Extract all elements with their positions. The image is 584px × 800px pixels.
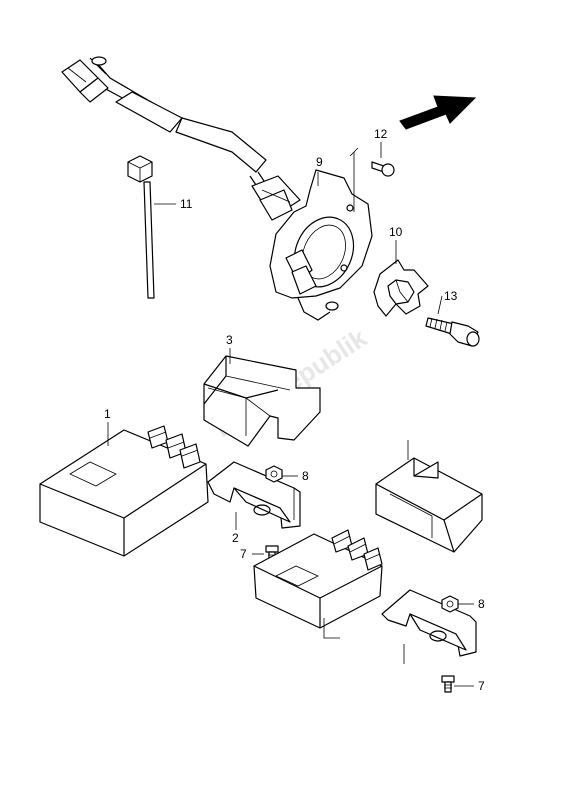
part-12-screw — [371, 161, 395, 177]
callout-13: 13 — [444, 289, 458, 303]
part-9-pickup-coil-bracket — [269, 147, 373, 321]
part-8-nut-upper — [265, 465, 283, 483]
front-direction-arrow-icon — [399, 95, 477, 130]
callout-7-upper: 7 — [240, 547, 247, 561]
part-2-bracket — [207, 461, 301, 529]
callout-10: 10 — [389, 225, 403, 239]
part-8-nut-lower — [441, 595, 459, 613]
callout-8-lower: 8 — [478, 597, 485, 611]
callout-3: 3 — [226, 333, 233, 347]
bracket-second — [381, 589, 477, 657]
holder-second — [375, 457, 483, 553]
part-3-holder — [203, 355, 321, 447]
callout-12: 12 — [374, 127, 388, 141]
callout-11: 11 — [180, 197, 193, 211]
part-10-rotor — [373, 259, 429, 317]
callout-2: 2 — [232, 531, 239, 545]
callout-8-upper: 8 — [302, 469, 309, 483]
part-11-cable-tie — [127, 155, 155, 299]
callout-9: 9 — [316, 155, 323, 169]
part-1-igniter-unit — [39, 425, 209, 557]
callout-1: 1 — [104, 407, 111, 421]
igniter-unit-second — [253, 529, 383, 629]
part-13-bolt — [425, 317, 480, 347]
part-7-bolt-lower — [441, 675, 455, 693]
wire-harness — [61, 56, 301, 221]
leader-lines — [107, 142, 474, 687]
callout-7-lower: 7 — [478, 679, 485, 693]
